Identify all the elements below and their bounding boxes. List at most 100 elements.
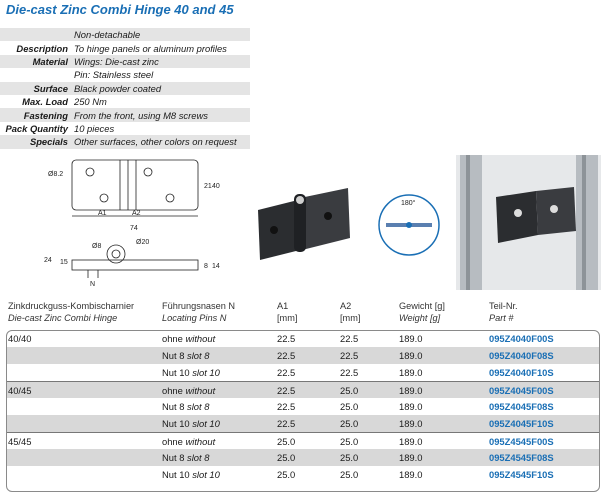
hinge-photo: [258, 188, 350, 260]
spec-value: Wings: Die-cast zinc: [74, 55, 159, 67]
cell-a2: 22.5: [340, 333, 359, 344]
cell-locating: Nut 10 slot 10: [162, 466, 220, 483]
cell-a2: 25.0: [340, 436, 359, 447]
cell-part-number[interactable]: 095Z4045F08S: [489, 401, 554, 412]
spec-label: Max. Load: [22, 96, 68, 108]
page-title: Die-cast Zinc Combi Hinge 40 and 45: [6, 2, 234, 17]
angle-label: 180°: [401, 199, 416, 207]
spec-label: Specials: [29, 136, 68, 148]
cell-locating: Nut 8 slot 8: [162, 449, 209, 466]
cell-loc-de: ohne: [162, 333, 183, 344]
cell-a1: 25.0: [277, 452, 296, 463]
cell-a2: 22.5: [340, 350, 359, 361]
cell-part-number[interactable]: 095Z4040F08S: [489, 350, 554, 361]
spec-row: Specials Other surfaces, other colors on …: [0, 135, 250, 149]
header-a2-label: A2: [340, 301, 352, 311]
hinge-mounted-photo: [456, 155, 601, 290]
table-row: 45/45 ohne without 25.0 25.0 189.0 095Z4…: [6, 432, 600, 449]
table-row: 40/45 ohne without 22.5 25.0 189.0 095Z4…: [6, 381, 600, 398]
header-part-en: Part #: [489, 313, 514, 323]
spec-value: Other surfaces, other colors on request: [74, 136, 237, 148]
cell-weight: 189.0: [399, 418, 423, 429]
header-weight: Gewicht [g]Weight [g]: [399, 300, 445, 324]
cell-part-number[interactable]: 095Z4545F08S: [489, 452, 554, 463]
cell-loc-en: slot 8: [187, 350, 210, 361]
cell-a1: 22.5: [277, 401, 296, 412]
cell-weight: 189.0: [399, 469, 423, 480]
header-loc-de: Führungsnasen N: [162, 301, 236, 311]
dim-40: 40: [212, 183, 220, 190]
spec-value: From the front, using M8 screws: [74, 109, 208, 121]
header-weight-en: Weight [g]: [399, 313, 441, 323]
cell-a1: 22.5: [277, 350, 296, 361]
header-locating: Führungsnasen N Locating Pins N: [162, 300, 235, 324]
cell-part-number[interactable]: 095Z4045F10S: [489, 418, 554, 429]
spec-value: Pin: Stainless steel: [74, 69, 154, 81]
cell-locating: ohne without: [162, 433, 215, 450]
cell-loc-en: without: [185, 333, 216, 344]
spec-value: Black powder coated: [74, 82, 162, 94]
cell-a2: 25.0: [340, 385, 359, 396]
cell-part-number[interactable]: 095Z4045F00S: [489, 385, 554, 396]
cell-loc-de: Nut 10: [162, 367, 190, 378]
spec-label: Pack Quantity: [5, 122, 68, 134]
cell-a1: 22.5: [277, 385, 296, 396]
spec-row: Non-detachable: [0, 28, 250, 42]
dim-24: 24: [44, 257, 52, 264]
cell-locating: Nut 8 slot 8: [162, 398, 209, 415]
cell-loc-en: slot 10: [192, 418, 220, 429]
cell-loc-en: slot 8: [187, 401, 210, 412]
header-loc-en: Locating Pins N: [162, 313, 227, 323]
spec-label: Material: [32, 55, 68, 67]
table-row: 40/40 ohne without 22.5 22.5 189.0 095Z4…: [6, 330, 600, 347]
spec-value: Non-detachable: [74, 29, 141, 41]
cell-weight: 189.0: [399, 350, 423, 361]
header-part: Teil-Nr.Part #: [489, 300, 518, 324]
cell-a2: 25.0: [340, 401, 359, 412]
dim-21: 21: [204, 183, 212, 190]
table-row: Nut 10 slot 10 22.5 22.5 189.0 095Z4040F…: [6, 364, 600, 381]
cell-weight: 189.0: [399, 452, 423, 463]
spec-row: Pin: Stainless steel: [0, 68, 250, 81]
header-a1: A1[mm]: [277, 300, 297, 324]
cell-a2: 25.0: [340, 452, 359, 463]
dim-diameter-8-2: Ø8.2: [48, 171, 63, 178]
cell-loc-de: ohne: [162, 436, 183, 447]
product-table: 40/40 ohne without 22.5 22.5 189.0 095Z4…: [6, 330, 600, 483]
header-a1-label: A1: [277, 301, 289, 311]
hinge-side-view: [71, 244, 199, 278]
table-row: Nut 8 slot 8 22.5 22.5 189.0 095Z4040F08…: [6, 347, 600, 364]
hinge-top-view: [71, 159, 199, 217]
cell-part-number[interactable]: 095Z4040F00S: [489, 333, 554, 344]
cell-weight: 189.0: [399, 333, 423, 344]
technical-drawing: Ø8.2 21 40 A1 A2 74 Ø8 Ø20 24 15 8 14 N: [44, 159, 220, 288]
cell-loc-en: slot 10: [192, 367, 220, 378]
dim-n: N: [90, 281, 95, 288]
cell-loc-de: Nut 8: [162, 401, 185, 412]
cell-loc-de: ohne: [162, 385, 183, 396]
cell-loc-en: without: [185, 385, 216, 396]
cell-weight: 189.0: [399, 436, 423, 447]
dim-diameter-8: Ø8: [92, 243, 101, 250]
cell-loc-de: Nut 8: [162, 350, 185, 361]
dim-a1: A1: [98, 210, 107, 217]
table-row: Nut 8 slot 8 22.5 25.0 189.0 095Z4045F08…: [6, 398, 600, 415]
cell-a2: 25.0: [340, 418, 359, 429]
cell-loc-en: slot 10: [192, 469, 220, 480]
cell-part-number[interactable]: 095Z4545F00S: [489, 436, 554, 447]
cell-part-number[interactable]: 095Z4545F10S: [489, 469, 554, 480]
cell-loc-de: Nut 8: [162, 452, 185, 463]
cell-weight: 189.0: [399, 367, 423, 378]
table-row: Nut 10 slot 10 25.0 25.0 189.0 095Z4545F…: [6, 466, 600, 483]
dim-15: 15: [60, 259, 68, 266]
dim-14: 14: [212, 263, 220, 270]
header-name-en: Die-cast Zinc Combi Hinge: [8, 313, 118, 323]
cell-part-number[interactable]: 095Z4040F10S: [489, 367, 554, 378]
cell-name: 40/45: [8, 385, 32, 396]
